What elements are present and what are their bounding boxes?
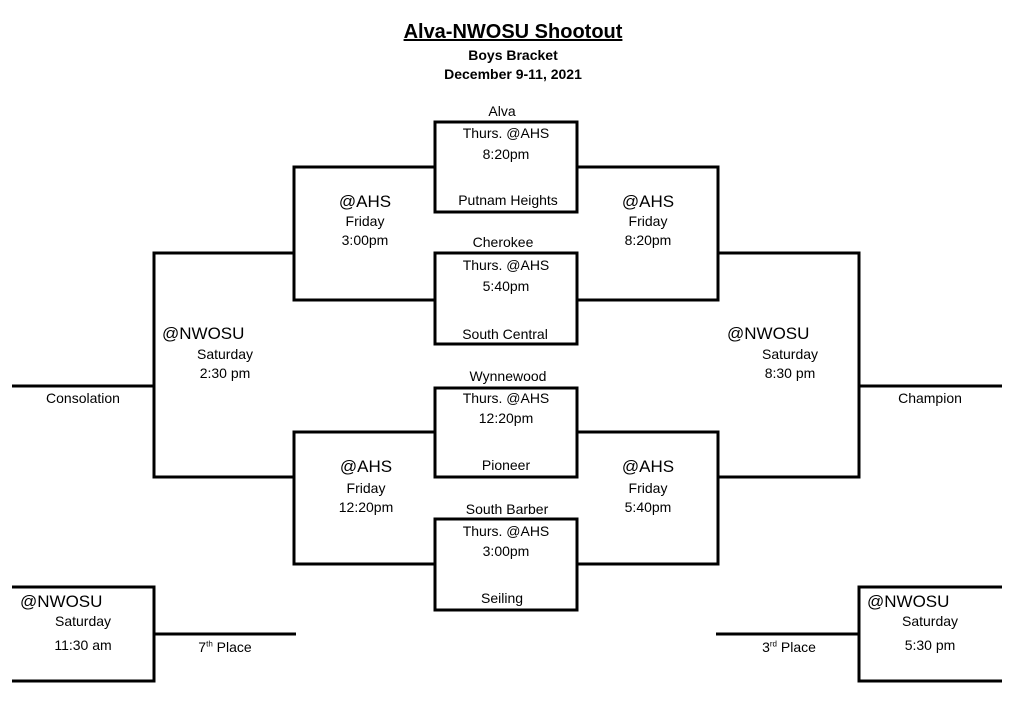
- game-site: Thurs. @AHS: [462, 390, 550, 406]
- champion-label: Champion: [898, 390, 962, 406]
- game-time: 2:30 pm: [199, 365, 251, 381]
- game-time: 8:20pm: [624, 232, 672, 248]
- right-upper-bracket: [577, 165, 720, 302]
- team-name: Cherokee: [472, 234, 534, 250]
- team-name: Alva: [488, 103, 516, 119]
- game-time: 3:00pm: [482, 543, 530, 559]
- game-time: 11:30 am: [54, 637, 112, 653]
- game-day: Friday: [345, 213, 385, 229]
- game-day: Saturday: [196, 346, 254, 362]
- page-title: Alva-NWOSU Shootout: [403, 21, 623, 43]
- game-site: Thurs. @AHS: [462, 125, 550, 141]
- consolation-bracket: [152, 251, 294, 479]
- game-site: @NWOSU: [162, 324, 245, 343]
- third-place-label: 3rd Place: [762, 639, 816, 655]
- game-time: 8:30 pm: [764, 365, 816, 381]
- game-time: 8:20pm: [482, 146, 530, 162]
- game-site: @NWOSU: [20, 592, 103, 611]
- game-site: @AHS: [621, 192, 675, 211]
- championship-bracket: [718, 251, 861, 479]
- game-time: 12:20pm: [478, 410, 534, 426]
- game-day: Friday: [628, 213, 668, 229]
- game-time: 3:00pm: [341, 232, 389, 248]
- game-day: Saturday: [54, 613, 112, 629]
- game-time: 5:40pm: [482, 278, 530, 294]
- game-site: @NWOSU: [867, 592, 950, 611]
- game-site: Thurs. @AHS: [462, 523, 550, 539]
- game-site: @AHS: [621, 457, 675, 476]
- game-site: @AHS: [339, 457, 393, 476]
- game-site: Thurs. @AHS: [462, 257, 550, 273]
- event-dates: December 9-11, 2021: [444, 66, 582, 82]
- game-day: Saturday: [901, 613, 959, 629]
- team-name: Putnam Heights: [458, 192, 558, 208]
- game-time: 5:30 pm: [904, 637, 956, 653]
- seventh-place-label: 7th Place: [198, 639, 252, 655]
- team-name: South Barber: [465, 501, 549, 517]
- game-day: Saturday: [761, 346, 819, 362]
- consolation-label: Consolation: [46, 390, 120, 406]
- left-lower-bracket: [292, 430, 435, 566]
- game-site: @NWOSU: [727, 324, 810, 343]
- bracket-subtitle: Boys Bracket: [468, 47, 558, 63]
- game-day: Friday: [628, 480, 668, 496]
- team-name: South Central: [462, 326, 548, 342]
- game-time: 12:20pm: [338, 499, 394, 515]
- right-lower-bracket: [577, 430, 720, 566]
- left-upper-bracket: [292, 165, 435, 302]
- game-time: 5:40pm: [624, 499, 672, 515]
- team-name: Seiling: [480, 590, 524, 606]
- team-name: Wynnewood: [469, 368, 547, 384]
- game-site: @AHS: [338, 192, 392, 211]
- game-day: Friday: [346, 480, 386, 496]
- team-name: Pioneer: [481, 457, 531, 473]
